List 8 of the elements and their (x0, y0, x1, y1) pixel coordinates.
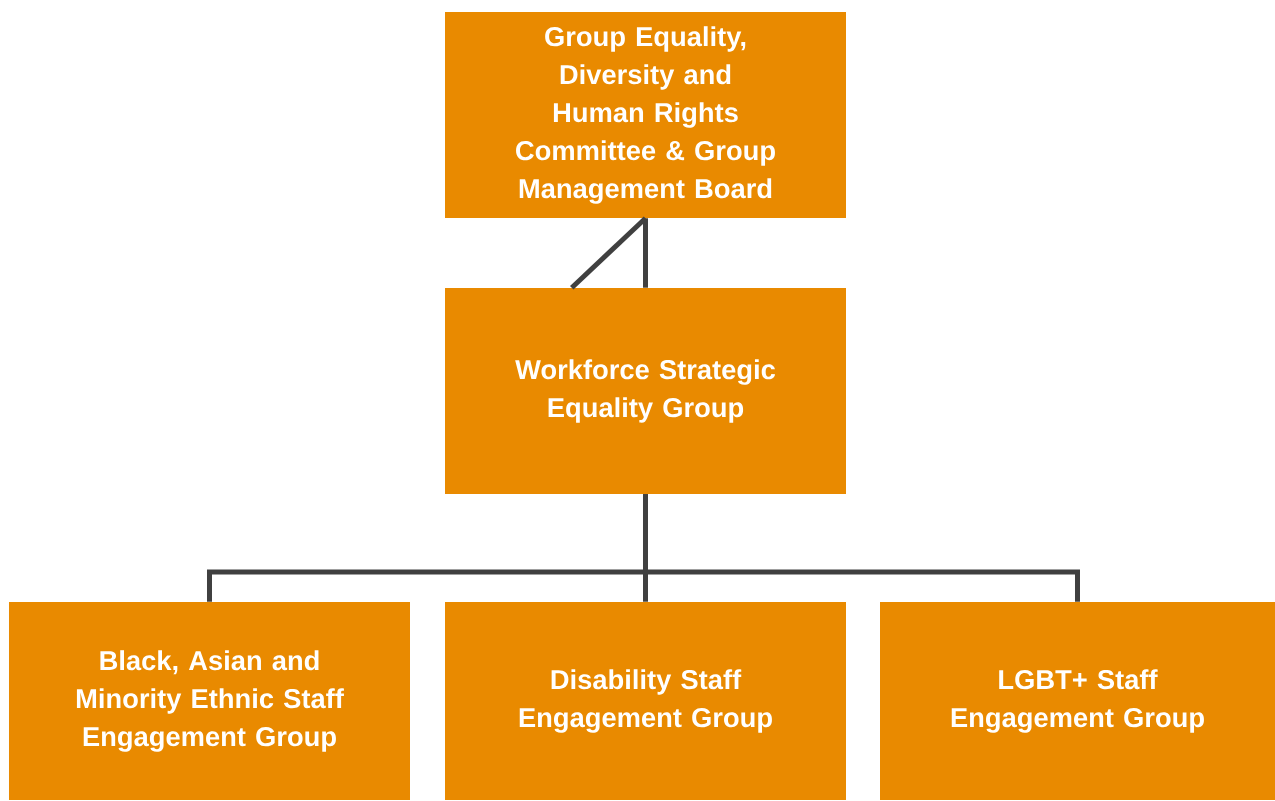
connector-line (643, 494, 1080, 602)
connector-line (570, 216, 648, 290)
org-box: Black, Asian and Minority Ethnic Staff Engagement Group (9, 602, 410, 800)
org-box: Group Equality, Diversity and Human Rights Committee & Group Management Board (445, 12, 846, 218)
org-box: Disability Staff Engagement Group (445, 602, 846, 800)
org-box: Workforce Strategic Equality Group (445, 288, 846, 494)
connector-line (643, 218, 648, 288)
org-box: LGBT+ Staff Engagement Group (880, 602, 1275, 800)
